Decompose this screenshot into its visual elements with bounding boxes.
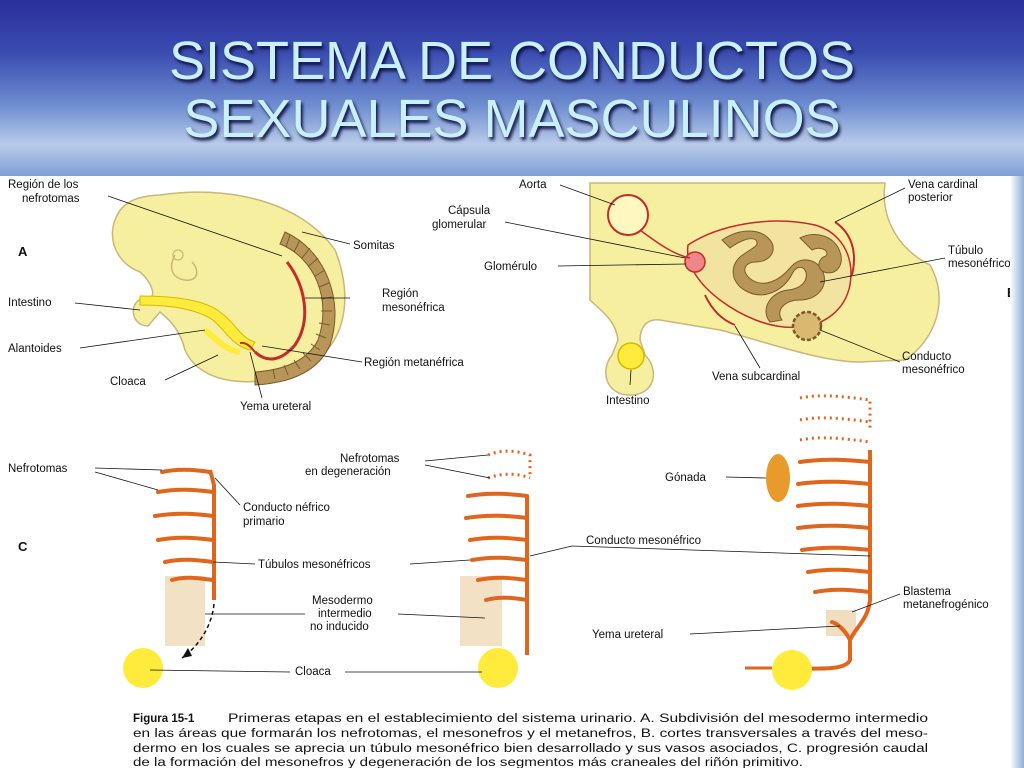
somite-segments bbox=[272, 234, 333, 380]
label-mesodermo-1: Mesodermo bbox=[312, 595, 373, 607]
intestine-tube bbox=[139, 295, 256, 351]
label-capsula-1: Cápsula bbox=[448, 205, 491, 217]
intestine-b bbox=[617, 342, 645, 370]
page-title: SISTEMA DE CONDUCTOS SEXUALES MASCULINOS bbox=[0, 32, 1024, 148]
label-degeneracion-1: Nefrotomas bbox=[340, 453, 400, 465]
label-conducto-b-1: Conducto bbox=[902, 351, 951, 363]
panel-b-section bbox=[589, 182, 940, 396]
allantois bbox=[203, 327, 241, 355]
label-mesodermo-2: intermedio bbox=[318, 608, 372, 620]
label-capsula-2: glomerular bbox=[432, 219, 486, 231]
glomerulus bbox=[684, 251, 706, 273]
degenerating-nephrotomes-3 bbox=[799, 394, 872, 444]
posterior-cardinal-vein bbox=[834, 221, 855, 276]
label-conducto-nefrico-2: primario bbox=[243, 516, 285, 528]
caption-line-3: dermo en los cuales se aprecia un túbulo… bbox=[133, 743, 928, 755]
panel-label-b: B bbox=[1007, 285, 1010, 300]
mesoderm-uninduced-2 bbox=[460, 576, 502, 646]
label-region-meta: Región metanéfrica bbox=[364, 357, 464, 369]
subcardinal-vein bbox=[704, 294, 736, 326]
caption-line-2: en las áreas que formarán los nefrotomas… bbox=[133, 728, 928, 740]
mesoderm-uninduced-1 bbox=[165, 576, 205, 646]
mesonephric-duct-b bbox=[791, 310, 823, 342]
mesonephric-tubules-2 bbox=[464, 491, 529, 602]
aorta-branch bbox=[639, 229, 691, 259]
embryo-head-fold bbox=[170, 254, 198, 281]
gonad bbox=[766, 454, 790, 502]
label-intestino-a: Intestino bbox=[8, 297, 51, 309]
label-conducto-mesonefrico: Conducto mesonéfrico bbox=[586, 535, 701, 547]
duct-growth-arrowhead bbox=[182, 648, 192, 658]
panel-label-c: C bbox=[18, 539, 28, 554]
embryo-eye bbox=[172, 249, 184, 261]
label-conducto-nefrico-1: Conducto néfrico bbox=[243, 502, 330, 514]
ureteric-bud-c bbox=[830, 620, 852, 642]
mesonephric-tubules-3 bbox=[796, 457, 872, 594]
label-intestino-b: Intestino bbox=[606, 395, 649, 407]
label-cloaca-c: Cloaca bbox=[295, 666, 331, 678]
label-conducto-b-2: mesonéfrico bbox=[902, 364, 965, 376]
caption-figure-label: Figura 15-1 bbox=[133, 713, 195, 725]
panel-c-stage-2 bbox=[460, 449, 532, 688]
degenerating-nephrotomes bbox=[487, 449, 532, 480]
figure-caption: Figura 15-1 Primeras etapas en el establ… bbox=[133, 713, 928, 768]
label-region-nefrotomas-2: nefrotomas bbox=[22, 193, 80, 205]
label-tubulo-2: mesonéfrico bbox=[948, 258, 1010, 270]
label-blastema-1: Blastema bbox=[903, 586, 952, 598]
label-tubulos: Túbulos mesonéfricos bbox=[258, 559, 371, 571]
label-vena-cardinal-1: Vena cardinal bbox=[908, 179, 978, 191]
panel-c-stage-3 bbox=[745, 394, 872, 690]
panel-a-leaders bbox=[74, 195, 363, 399]
label-region-nefrotomas-1: Región de los bbox=[8, 179, 79, 191]
embryology-figure: A Región de los nefrotomas Somitas Intes… bbox=[0, 176, 1010, 768]
panel-c-stage-1 bbox=[123, 467, 216, 688]
label-region-meso-2: mesonéfrica bbox=[382, 302, 445, 314]
label-gonada: Gónada bbox=[665, 472, 707, 484]
label-yema-ureteral-a: Yema ureteral bbox=[240, 401, 311, 413]
title-line-1: SISTEMA DE CONDUCTOS bbox=[168, 31, 856, 91]
panel-b-leaders bbox=[504, 184, 946, 386]
panel-c-leaders bbox=[94, 454, 901, 673]
label-somitas: Somitas bbox=[353, 240, 395, 252]
label-vena-cardinal-2: posterior bbox=[908, 192, 953, 204]
mesonephric-tubule-coils bbox=[721, 230, 842, 323]
title-line-2: SEXUALES MASCULINOS bbox=[183, 89, 841, 149]
ureteric-bud-a bbox=[239, 341, 256, 353]
cloaca-2 bbox=[478, 648, 518, 688]
label-blastema-2: metanefrogénico bbox=[903, 599, 989, 611]
caption-line-4: de la formación del mesonefros y degener… bbox=[133, 757, 803, 768]
label-tubulo-1: Túbulo bbox=[948, 245, 983, 257]
label-vena-subcardinal: Vena subcardinal bbox=[712, 371, 800, 383]
mesonephric-region-red bbox=[253, 261, 307, 361]
title-banner: SISTEMA DE CONDUCTOS SEXUALES MASCULINOS bbox=[0, 0, 1024, 176]
cloaca-1 bbox=[123, 648, 163, 688]
label-glomerulo: Glomérulo bbox=[484, 261, 537, 273]
label-region-meso-1: Región bbox=[382, 288, 418, 300]
nephrotomes-1 bbox=[153, 467, 215, 582]
label-mesodermo-3: no inducido bbox=[310, 621, 369, 633]
label-nefrotomas: Nefrotomas bbox=[8, 463, 68, 475]
label-alantoides: Alantoides bbox=[8, 343, 62, 355]
panel-label-a: A bbox=[18, 244, 28, 259]
label-yema-ureteral-c: Yema ureteral bbox=[592, 629, 663, 641]
label-cloaca-a: Cloaca bbox=[110, 376, 146, 388]
caption-line-1: Primeras etapas en el establecimiento de… bbox=[228, 713, 928, 725]
label-degeneracion-2: en degeneración bbox=[305, 466, 391, 478]
cloaca-3 bbox=[772, 650, 812, 690]
panel-a-embryo bbox=[111, 191, 346, 386]
aorta-vessel bbox=[607, 194, 649, 236]
label-aorta: Aorta bbox=[519, 179, 547, 191]
slide-edge-decoration bbox=[1010, 176, 1024, 768]
